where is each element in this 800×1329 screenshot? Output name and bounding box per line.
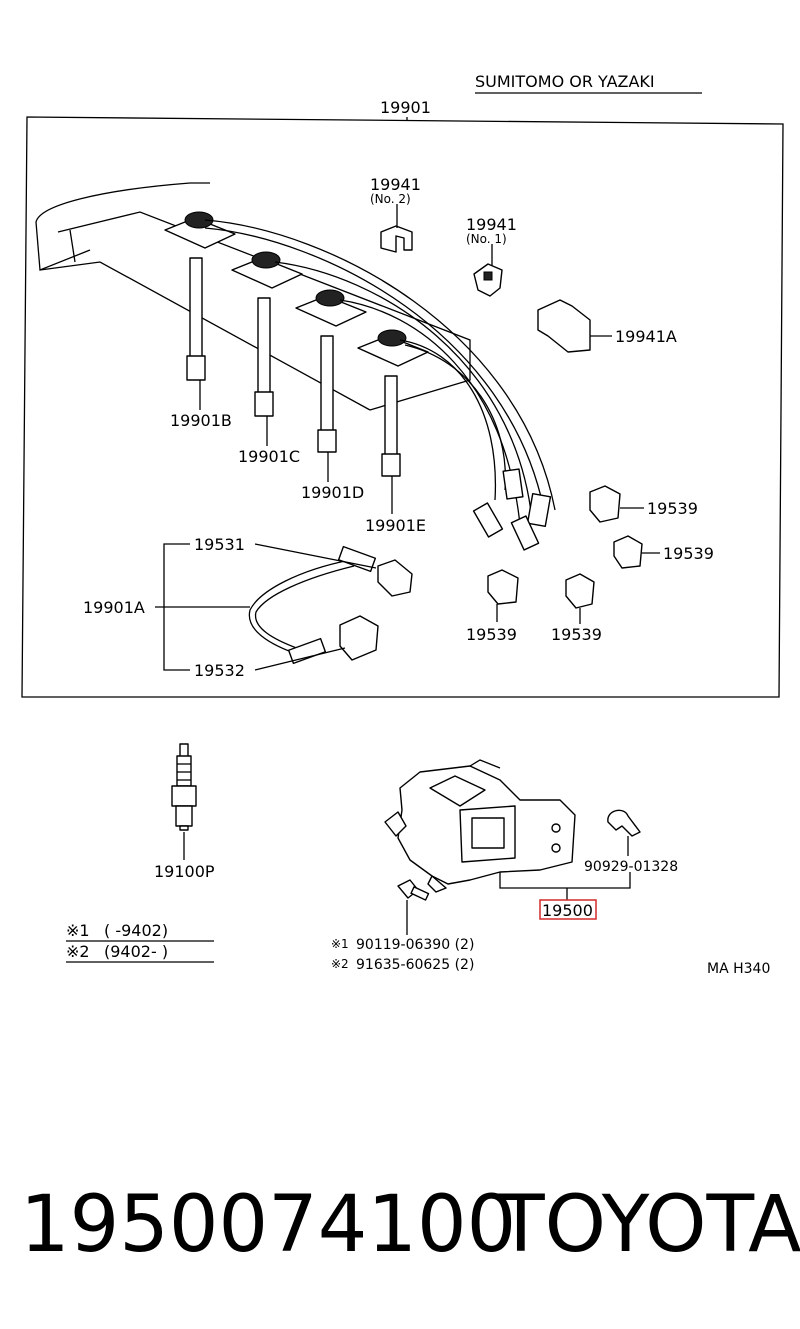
assembly-label: 19901	[380, 98, 431, 117]
label-19539-b: 19539	[663, 544, 714, 563]
bolt-1-mark: ※1	[331, 937, 349, 951]
footer-brand: TOYOTA	[497, 1180, 800, 1270]
label-19539-d: 19539	[551, 625, 602, 644]
label-90929-01328: 90929-01328	[584, 859, 678, 875]
spark-plug-icon	[171, 743, 197, 860]
note-2-text: (9402- )	[104, 942, 168, 961]
coil-cord	[248, 545, 413, 665]
label-19901a: 19901A	[83, 598, 145, 617]
bolt-1-label: 90119-06390 (2)	[356, 937, 474, 953]
footer-part-number: 1950074100	[20, 1180, 517, 1270]
label-19901b: 19901B	[170, 411, 232, 430]
leader-lines-lower	[499, 872, 631, 900]
leader-lines-upper	[155, 204, 660, 671]
label-19901e: 19901E	[365, 516, 426, 535]
clamp-a-icon	[537, 299, 591, 353]
label-19532: 19532	[194, 661, 245, 680]
note-2-mark: ※2	[66, 942, 90, 961]
harness-wires	[204, 219, 556, 551]
label-19941-no1: 19941	[466, 215, 517, 234]
assembly-frame	[21, 116, 784, 698]
note-1-mark: ※1	[66, 921, 90, 940]
label-19531: 19531	[194, 535, 245, 554]
label-19941a: 19941A	[615, 327, 677, 346]
igniter-icon	[384, 759, 576, 893]
label-19500-highlighted[interactable]: 19500	[542, 901, 593, 920]
note-1-text: ( -9402)	[104, 921, 168, 940]
diagram-code: MA H340	[707, 961, 770, 977]
clamp-no2-icon	[380, 225, 413, 253]
clamp-90929-icon	[607, 809, 641, 856]
bolt-2-label: 91635-60625 (2)	[356, 957, 474, 973]
highlight-box	[539, 899, 597, 920]
label-19901d: 19901D	[301, 483, 364, 502]
label-19941-no2-sub: (No. 2)	[370, 192, 411, 206]
label-19901c: 19901C	[238, 447, 300, 466]
bolt-2-mark: ※2	[331, 957, 349, 971]
label-19539-a: 19539	[647, 499, 698, 518]
coil-tops	[164, 211, 429, 367]
engine-head-outline	[35, 182, 471, 411]
label-19941-no1-sub: (No. 1)	[466, 232, 507, 246]
plug-cords	[186, 257, 401, 477]
bolt-icon	[397, 879, 430, 935]
footer-banner: 1950074100 TOYOTA	[0, 1180, 800, 1270]
label-19539-c: 19539	[466, 625, 517, 644]
supplier-note: SUMITOMO OR YAZAKI	[475, 72, 655, 91]
label-19941-no2: 19941	[370, 175, 421, 194]
cap-icons	[487, 485, 643, 609]
label-19100p: 19100P	[154, 862, 215, 881]
clamp-no1-icon	[473, 263, 503, 297]
